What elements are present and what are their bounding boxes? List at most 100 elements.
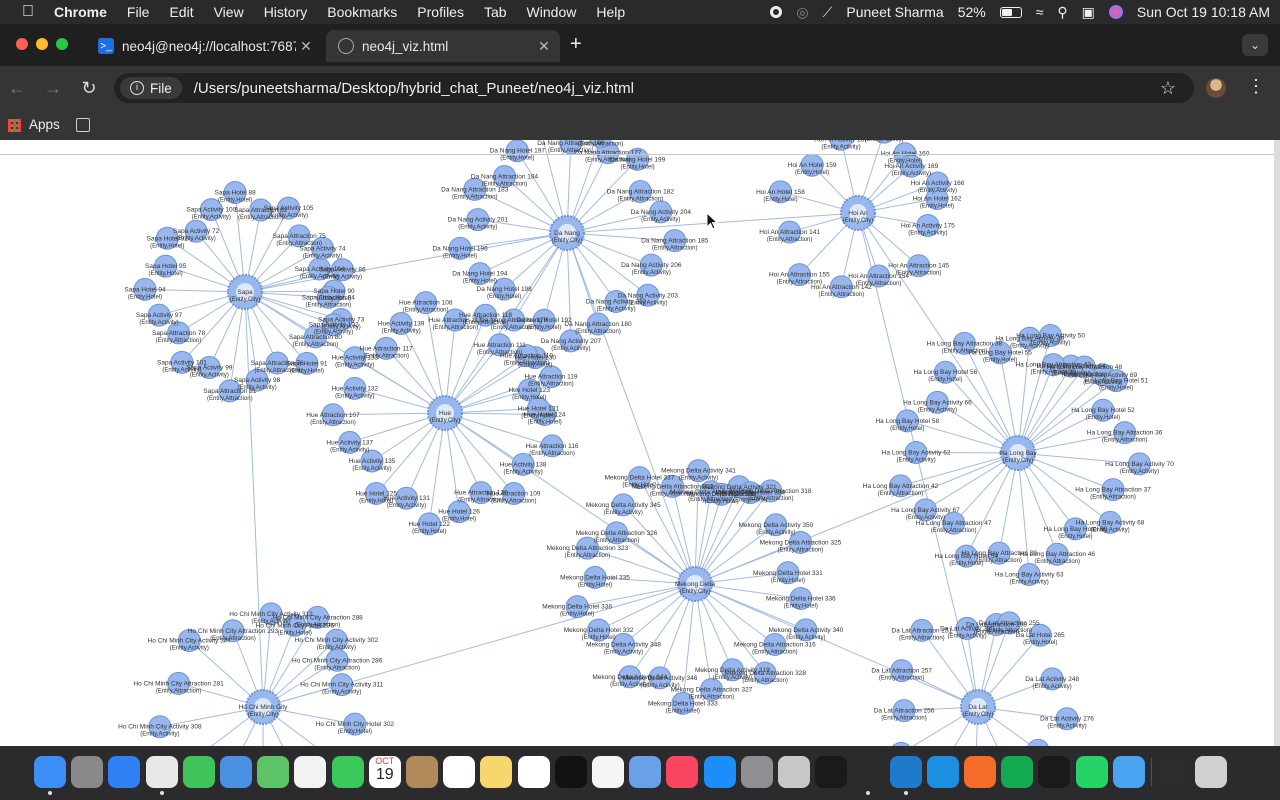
- entity-node[interactable]: [671, 691, 695, 715]
- entity-node[interactable]: [611, 493, 635, 517]
- entity-node[interactable]: [586, 312, 610, 336]
- preview-icon[interactable]: [629, 756, 662, 788]
- maps-icon[interactable]: [257, 756, 290, 788]
- entity-node[interactable]: [787, 263, 811, 287]
- entity-node[interactable]: [636, 283, 660, 307]
- entity-node[interactable]: [738, 481, 762, 505]
- entity-node[interactable]: [910, 618, 934, 642]
- entity-node[interactable]: [492, 277, 516, 301]
- forward-button[interactable]: →: [44, 78, 62, 98]
- menu-window[interactable]: Window: [514, 4, 577, 20]
- entity-node[interactable]: [753, 661, 777, 685]
- siri-icon[interactable]: [1108, 5, 1123, 19]
- hotspot-icon[interactable]: ◎: [796, 3, 809, 20]
- window-zoom-button[interactable]: [56, 38, 68, 50]
- spotlight-search-icon[interactable]: ⚲: [1057, 3, 1068, 20]
- entity-node[interactable]: [1055, 707, 1079, 731]
- entity-node[interactable]: [661, 474, 685, 498]
- entity-node[interactable]: [687, 459, 711, 483]
- menu-help[interactable]: Help: [584, 4, 625, 20]
- entity-node[interactable]: [249, 198, 273, 222]
- entity-node[interactable]: [443, 308, 467, 332]
- entity-node[interactable]: [154, 254, 178, 278]
- entity-node[interactable]: [1128, 452, 1152, 476]
- system-settings-icon[interactable]: [740, 756, 773, 788]
- entity-node[interactable]: [890, 741, 912, 746]
- wifi-icon[interactable]: ≈: [1035, 4, 1044, 20]
- postman-icon[interactable]: [964, 756, 996, 788]
- window-minimize-button[interactable]: [36, 38, 48, 50]
- entity-node[interactable]: [699, 678, 723, 702]
- entity-node[interactable]: [488, 333, 512, 357]
- entity-node[interactable]: [343, 376, 367, 400]
- facetime-icon[interactable]: [331, 756, 364, 788]
- entity-node[interactable]: [1091, 398, 1115, 422]
- reload-button[interactable]: ↻: [81, 78, 97, 98]
- entity-node[interactable]: [618, 665, 642, 689]
- entity-node[interactable]: [649, 200, 673, 224]
- entity-node[interactable]: [466, 208, 490, 232]
- entity-node[interactable]: [907, 254, 931, 278]
- page-scrollbar[interactable]: [1274, 140, 1280, 746]
- mail-icon[interactable]: [220, 756, 252, 788]
- window-close-button[interactable]: [16, 38, 28, 50]
- entity-node[interactable]: [778, 220, 802, 244]
- entity-node[interactable]: [245, 368, 269, 392]
- entity-node[interactable]: [303, 325, 327, 349]
- entity-node[interactable]: [221, 619, 245, 643]
- entity-node[interactable]: [389, 311, 413, 335]
- vscode-icon[interactable]: [889, 756, 922, 788]
- entity-node[interactable]: [628, 180, 652, 204]
- url-text[interactable]: /Users/puneetsharma/Desktop/hybrid_chat_…: [193, 79, 635, 97]
- entity-node[interactable]: [199, 198, 223, 222]
- entity-node[interactable]: [769, 180, 793, 204]
- address-bar[interactable]: i File /Users/puneetsharma/Desktop/hybri…: [114, 73, 1194, 103]
- entity-node[interactable]: [287, 224, 311, 248]
- entity-node[interactable]: [417, 512, 441, 536]
- entity-node[interactable]: [1045, 542, 1069, 566]
- tab-close-icon[interactable]: ✕: [300, 37, 312, 54]
- entity-node[interactable]: [788, 530, 812, 554]
- entity-node[interactable]: [473, 303, 497, 327]
- menu-history[interactable]: History: [251, 4, 308, 20]
- entity-node[interactable]: [526, 397, 550, 421]
- screenshot-icon[interactable]: [1158, 756, 1190, 788]
- entity-node[interactable]: [259, 602, 283, 626]
- activity-monitor-icon[interactable]: [815, 756, 848, 788]
- safari-icon[interactable]: [108, 756, 141, 788]
- entity-node[interactable]: [395, 486, 419, 510]
- pen-off-icon[interactable]: ⟋: [822, 3, 833, 20]
- entity-node[interactable]: [895, 409, 919, 433]
- entity-node[interactable]: [889, 474, 913, 498]
- entity-node[interactable]: [306, 605, 330, 629]
- entity-node[interactable]: [147, 303, 171, 327]
- entity-node[interactable]: [322, 313, 346, 337]
- entity-node[interactable]: [764, 513, 788, 537]
- entity-node[interactable]: [177, 629, 201, 653]
- entity-node[interactable]: [1040, 667, 1064, 691]
- entity-node[interactable]: [515, 344, 539, 368]
- entity-node[interactable]: [493, 165, 517, 189]
- entity-node[interactable]: [794, 618, 818, 642]
- entity-node[interactable]: [1041, 353, 1065, 377]
- speedtest-icon[interactable]: [1038, 756, 1071, 788]
- chrome-icon[interactable]: [145, 756, 178, 788]
- entity-node[interactable]: [648, 666, 672, 690]
- entity-node[interactable]: [448, 236, 472, 260]
- entity-node[interactable]: [311, 236, 335, 260]
- tab-neo4j-terminal[interactable]: >_ neo4j@neo4j://localhost:7687 ✕: [86, 30, 322, 62]
- entity-node[interactable]: [587, 618, 611, 642]
- apps-grid-icon[interactable]: [8, 119, 21, 132]
- entity-node[interactable]: [604, 289, 628, 313]
- entity-node[interactable]: [589, 140, 612, 149]
- menu-app-name[interactable]: Chrome: [42, 4, 107, 20]
- menu-file[interactable]: File: [114, 4, 150, 20]
- entity-node[interactable]: [628, 466, 652, 490]
- apple-tv-icon[interactable]: [554, 756, 587, 788]
- entity-node[interactable]: [867, 264, 891, 288]
- messages-icon[interactable]: [182, 756, 215, 788]
- tab-search-button[interactable]: ⌄: [1242, 34, 1268, 56]
- entity-node[interactable]: [1028, 623, 1052, 647]
- entity-node[interactable]: [360, 449, 384, 473]
- entity-node[interactable]: [540, 434, 564, 458]
